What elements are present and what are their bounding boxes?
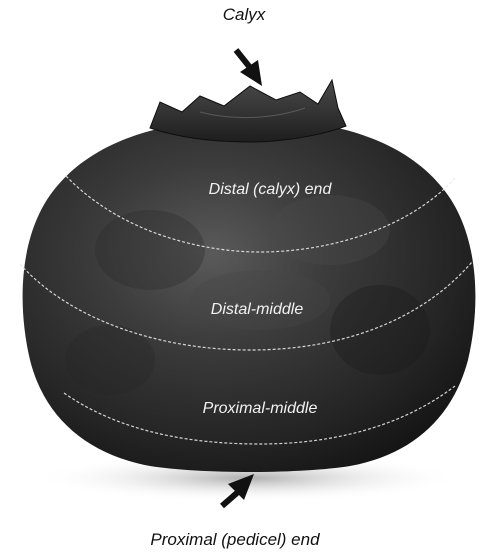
arrow-down-right-icon: [236, 50, 262, 86]
calyx-label: Calyx: [223, 5, 266, 24]
region-label-distal-middle: Distal-middle: [211, 301, 304, 318]
region-label-distal-end: Distal (calyx) end: [209, 181, 333, 198]
region-label-proximal-middle: Proximal-middle: [203, 400, 318, 417]
calyx-crown: [150, 80, 346, 142]
pedicel-label: Proximal (pedicel) end: [150, 530, 320, 549]
